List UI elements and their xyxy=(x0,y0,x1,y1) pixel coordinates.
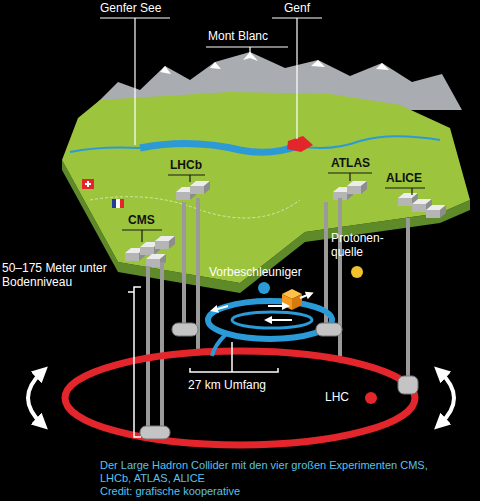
city-area xyxy=(287,136,313,152)
leader-line xyxy=(168,175,205,182)
rotation-arrow xyxy=(28,372,42,424)
building xyxy=(347,181,367,194)
color-dot xyxy=(365,392,377,404)
place-label: Genf xyxy=(284,2,310,16)
component-label: Vorbeschleuniger xyxy=(209,266,302,280)
shaft xyxy=(182,202,186,330)
flag-cross xyxy=(85,183,91,185)
snow-cap xyxy=(160,66,171,74)
french-flag xyxy=(116,199,120,208)
border-line xyxy=(90,197,300,218)
leader-line xyxy=(272,18,322,139)
color-dot xyxy=(258,282,270,294)
tunnel-segment xyxy=(140,426,170,439)
tunnel-segment xyxy=(316,323,342,336)
experiment-label: CMS xyxy=(128,214,155,228)
swiss-flag xyxy=(82,179,94,189)
place-label: Genfer See xyxy=(100,2,161,16)
dimension-bracket xyxy=(190,342,278,372)
lake xyxy=(140,143,298,152)
tunnel-segment xyxy=(172,323,198,336)
shaft xyxy=(146,266,150,430)
dimension-label: 27 km Umfang xyxy=(188,379,266,393)
leader-line xyxy=(100,18,170,145)
credit-line: Credit: grafische kooperative xyxy=(100,485,240,498)
snow-cap xyxy=(311,60,325,67)
river xyxy=(298,136,440,148)
component-label: Protonen- quelle xyxy=(331,232,393,260)
building xyxy=(426,205,446,218)
transfer-line xyxy=(212,334,226,356)
proton-source-cube xyxy=(292,294,302,310)
experiment-label: ATLAS xyxy=(331,157,370,171)
direction-arrow xyxy=(268,305,286,307)
experiment-label: ALICE xyxy=(386,172,422,186)
french-flag xyxy=(120,199,124,208)
rotation-arrow xyxy=(440,372,454,424)
tunnel-segment xyxy=(398,376,418,394)
river xyxy=(70,148,140,153)
direction-arrow xyxy=(214,306,228,310)
shaft xyxy=(406,218,410,382)
leader-line xyxy=(328,173,372,181)
place-label: Mont Blanc xyxy=(208,30,268,44)
caption: Der Large Hadron Collider mit den vier g… xyxy=(100,459,445,485)
pre-accelerator-ring xyxy=(208,301,332,339)
leader-line xyxy=(385,188,425,195)
leader-line xyxy=(206,47,288,55)
depth-bracket xyxy=(128,287,141,437)
direction-arrow xyxy=(300,294,310,298)
proton-source-cube xyxy=(282,294,292,310)
pre-accelerator-ring xyxy=(232,312,312,328)
lhc-ring xyxy=(65,351,415,445)
direction-arrow xyxy=(268,319,292,321)
snow-cap xyxy=(210,62,221,69)
snow-cap xyxy=(376,63,389,70)
building xyxy=(155,236,175,249)
depth-label: 50–175 Meter unter Bodenniveau xyxy=(2,262,120,290)
building xyxy=(190,181,210,194)
color-dot xyxy=(351,266,363,278)
french-flag xyxy=(112,199,116,208)
component-label: LHC xyxy=(325,391,349,405)
shaft xyxy=(160,262,164,432)
experiment-label: LHCb xyxy=(170,159,202,173)
leader-line xyxy=(122,230,162,242)
